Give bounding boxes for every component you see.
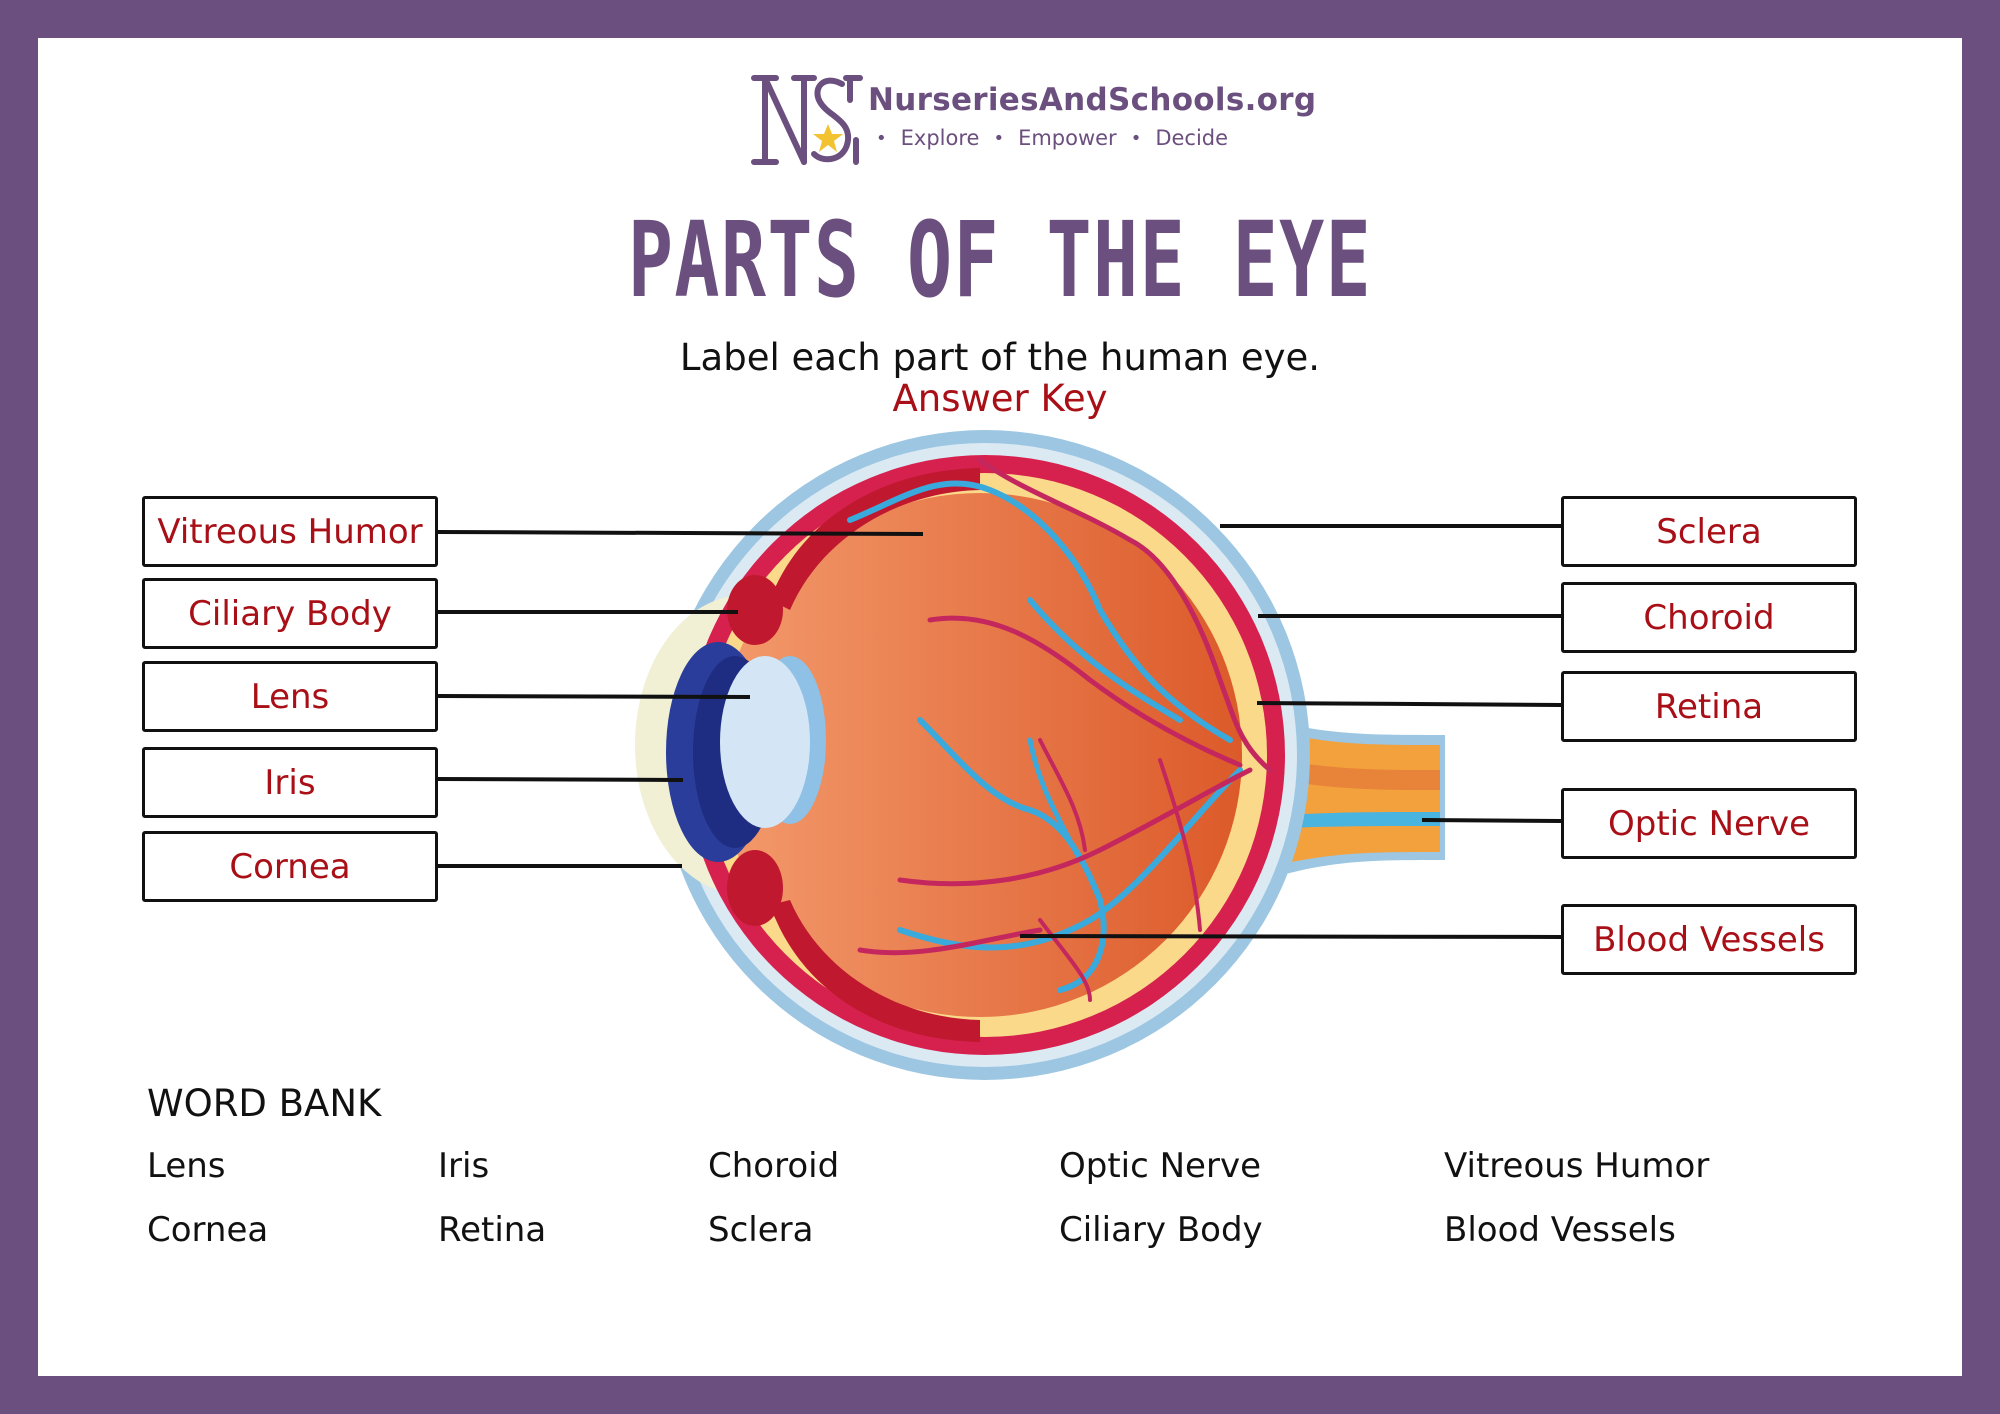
- label-iris: Iris: [142, 747, 438, 818]
- tagline-empower: Empower: [1018, 126, 1117, 150]
- label-cornea: Cornea: [142, 831, 438, 902]
- label-retina: Retina: [1561, 671, 1857, 742]
- word-bank-item: Iris: [438, 1146, 490, 1186]
- answer-key-label: Answer Key: [892, 377, 1108, 420]
- label-lens: Lens: [142, 661, 438, 732]
- word-bank-item: Lens: [147, 1146, 226, 1186]
- ciliary-body-bottom: [727, 850, 783, 926]
- word-bank-item: Ciliary Body: [1059, 1210, 1263, 1250]
- label-sclera: Sclera: [1561, 496, 1857, 567]
- ciliary-body-top: [727, 575, 783, 645]
- page-title: PARTS OF THE EYE: [627, 199, 1373, 321]
- word-bank-item: Choroid: [708, 1146, 840, 1186]
- word-bank-item: Retina: [438, 1210, 547, 1250]
- bullet-icon: •: [876, 127, 887, 149]
- bullet-icon: •: [1130, 127, 1142, 149]
- label-optic-nerve: Optic Nerve: [1561, 788, 1857, 859]
- label-ciliary-body: Ciliary Body: [142, 578, 438, 649]
- word-bank-item: Blood Vessels: [1444, 1210, 1676, 1250]
- blood-vessels-shape: [847, 457, 1273, 1002]
- bullet-icon: •: [993, 127, 1005, 149]
- tagline-decide: Decide: [1155, 126, 1229, 150]
- site-name: NurseriesAndSchools.org: [868, 82, 1317, 118]
- tagline: • Explore • Empower • Decide: [876, 126, 1228, 150]
- logo-mark: [751, 75, 863, 165]
- word-bank-item: Sclera: [708, 1210, 814, 1250]
- star-icon: [813, 124, 843, 152]
- word-bank-item: Optic Nerve: [1059, 1146, 1261, 1186]
- label-choroid: Choroid: [1561, 582, 1857, 653]
- label-vitreous-humor: Vitreous Humor: [142, 496, 438, 567]
- word-bank-item: Vitreous Humor: [1444, 1146, 1710, 1186]
- word-bank-item: Cornea: [147, 1210, 269, 1250]
- label-blood-vessels: Blood Vessels: [1561, 904, 1857, 975]
- lens-shape: [720, 656, 810, 828]
- word-bank-title: WORD BANK: [147, 1082, 382, 1125]
- instruction-text: Label each part of the human eye.: [679, 336, 1321, 379]
- tagline-explore: Explore: [900, 126, 980, 150]
- leader-lines: [437, 524, 1562, 939]
